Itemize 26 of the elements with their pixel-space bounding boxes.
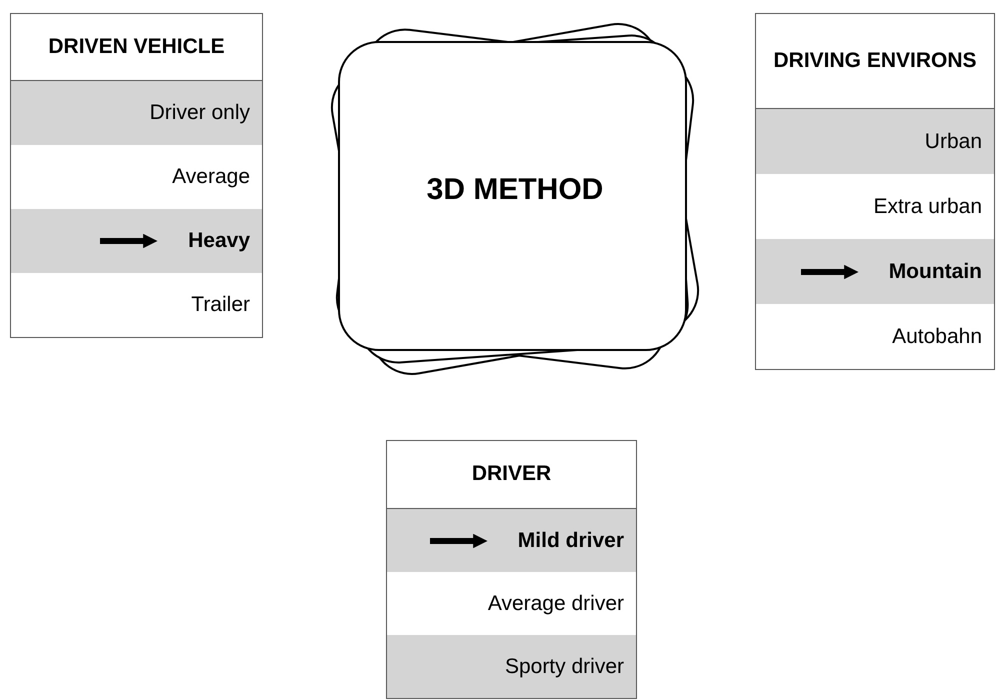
option-text: Urban [924,128,982,155]
arrow [800,262,861,280]
table [386,440,637,699]
table-heading: DRIVEN VEHICLE [48,34,225,60]
table-row [387,635,636,698]
table-row [756,109,994,174]
option-text: Extra urban [873,194,982,220]
option-text: Driver only [150,100,250,126]
arrow [430,532,490,550]
option-text: Mountain [888,258,982,285]
center-title: 3D METHOD [426,172,604,208]
table-heading: DRIVING ENVIRONS [773,48,977,74]
option-text: Sporty driver [504,654,624,680]
option-text: Mild driver [518,528,624,554]
option-text: Autobahn [892,324,982,350]
table-heading: DRIVER [472,461,552,488]
option-text: Average driver [488,590,624,617]
table-row [387,509,636,572]
table-row [11,81,262,145]
option-text: Heavy [188,228,250,254]
table-row [11,209,262,273]
table [755,13,995,370]
option-text: Average [172,164,250,190]
table [10,13,263,338]
option-text: Trailer [191,292,250,318]
table-row [756,239,994,304]
